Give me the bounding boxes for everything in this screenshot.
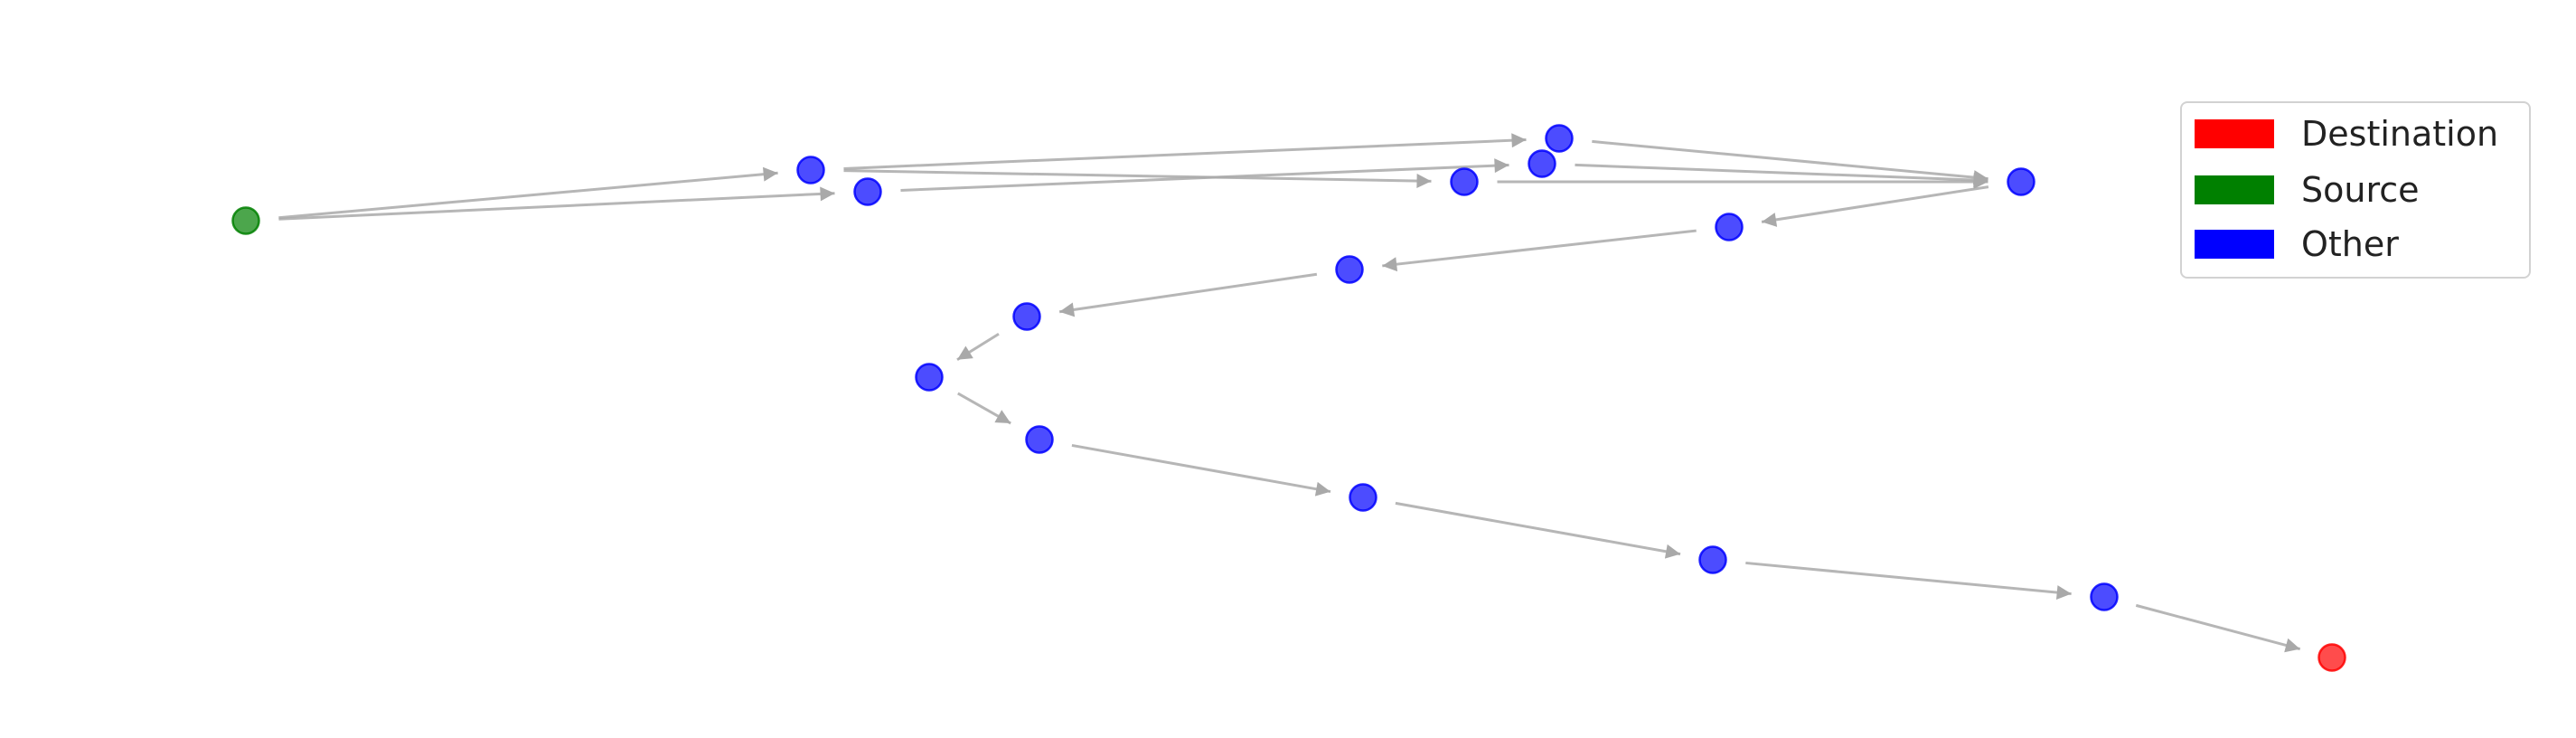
other-node: [1545, 124, 1574, 153]
source-node: [231, 206, 260, 235]
edge-M-N: [1395, 501, 1681, 559]
other-node: [1450, 167, 1479, 196]
edge-G-H: [1761, 185, 1989, 227]
edge-A-C: [843, 169, 1432, 189]
destination-swatch: [2195, 119, 2274, 148]
other-node: [1025, 425, 1054, 454]
other-node: [1698, 545, 1727, 574]
other-node: [915, 363, 944, 392]
edge-N-O: [1745, 561, 2072, 601]
edge-O-D: [2135, 603, 2301, 653]
other-node: [796, 156, 825, 184]
legend-item-source: Source: [2182, 172, 2529, 208]
edge-A-E: [843, 133, 1527, 170]
other-swatch: [2195, 230, 2274, 259]
destination-node: [2317, 643, 2346, 672]
other-node: [1528, 149, 1556, 178]
other-node: [1012, 302, 1041, 331]
edge-I-J: [1058, 272, 1318, 317]
nodes: [231, 124, 2346, 672]
edge-H-I: [1382, 229, 1697, 272]
edges: [278, 133, 2301, 653]
edge-B-F: [900, 158, 1509, 192]
other-node: [2090, 582, 2119, 611]
legend-label-destination: Destination: [2301, 114, 2499, 154]
source-swatch: [2195, 175, 2274, 204]
edge-L-M: [1071, 443, 1331, 497]
legend-label-source: Source: [2301, 170, 2420, 210]
other-node: [1349, 483, 1377, 512]
other-node: [1715, 213, 1744, 241]
edge-K-L: [957, 392, 1011, 425]
other-node: [853, 177, 882, 206]
edge-S-B: [278, 186, 835, 221]
other-node: [1335, 255, 1364, 284]
legend-label-other: Other: [2301, 224, 2399, 264]
edge-J-K: [956, 332, 1000, 362]
edge-F-G: [1575, 163, 1988, 188]
legend-item-other: Other: [2182, 226, 2529, 262]
edge-S-A: [278, 166, 778, 220]
edge-E-G: [1592, 139, 1988, 185]
legend: Destination Source Other: [2180, 101, 2531, 279]
legend-item-destination: Destination: [2182, 116, 2529, 152]
other-node: [2007, 167, 2035, 196]
